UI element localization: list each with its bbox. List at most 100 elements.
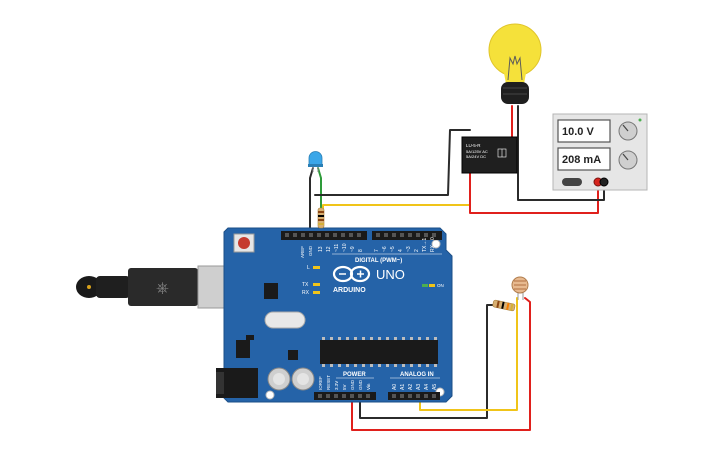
arduino-brand: ARDUINO: [333, 287, 366, 294]
relay[interactable]: LU-5-R 5A/125V AC 5A/24V DC: [461, 136, 518, 174]
on-label: ON: [437, 283, 444, 288]
bulb-neck: [503, 68, 527, 84]
analog-pin-label-2: A2: [408, 384, 414, 390]
arduino-logo-icon: [332, 265, 371, 283]
l-led: [313, 266, 320, 269]
capacitor-top: [273, 373, 285, 385]
resistor-band: [510, 303, 514, 311]
relay-label-1: LU-5-R: [466, 143, 481, 148]
power-pin-label-3: 5V: [342, 384, 347, 390]
usb-chip: [264, 283, 278, 299]
led-dome: [308, 151, 323, 167]
analog-pin-label-0: A0: [392, 384, 398, 390]
power-pin-label-0: IOREF: [318, 376, 323, 390]
digital-header-left: [281, 231, 367, 240]
analog-label: ANALOG IN: [400, 372, 434, 378]
ldr-resistor[interactable]: [492, 299, 516, 312]
digital-pin-label-10: ~3: [406, 246, 412, 252]
relay-symbol-icon: [497, 148, 507, 158]
digital-pin-label-0: 13: [318, 246, 324, 252]
analog-pin-label-5: A5: [432, 384, 438, 390]
on-led: [422, 284, 428, 287]
usb-icon: ⎈: [156, 280, 169, 297]
wire-led-green[interactable]: [317, 167, 322, 209]
crystal-tab: [246, 335, 254, 340]
usb-cable-dot: [87, 285, 91, 289]
digital-header-right: [372, 231, 442, 240]
wire-ldr-black[interactable]: [359, 304, 494, 419]
usb-plug-housing: [128, 268, 198, 306]
usb-cable-body: [96, 276, 130, 298]
power-analog-pins: [318, 394, 436, 398]
analog-pin-label-4: A4: [424, 384, 430, 390]
rx-label: RX: [302, 290, 310, 296]
light-bulb[interactable]: [488, 23, 542, 104]
blue-led[interactable]: [308, 151, 323, 173]
digital-pin-label-7: ~6: [382, 246, 388, 252]
digital-pin-label-9: 4: [398, 249, 404, 252]
digital-pin-label-5: 8: [358, 249, 364, 252]
l-led-label: L: [307, 265, 310, 271]
relay-label-2: 5A/125V AC: [466, 149, 488, 154]
power-supply[interactable]: 10.0 V 208 mA: [552, 113, 648, 191]
digital-pin-label-6: 7: [374, 249, 380, 252]
led-resistor[interactable]: [317, 207, 325, 229]
psu-led: [638, 118, 642, 122]
digital-pin-label-8: ~5: [390, 246, 396, 252]
resistor-band: [496, 300, 500, 308]
digital-pin-label-1: 12: [326, 246, 332, 252]
aref-label: AREF: [300, 246, 305, 258]
power-pin-label-1: RESET: [326, 375, 331, 390]
psu-negative-terminal[interactable]: [599, 177, 609, 187]
ldr-trace-icon: [514, 280, 526, 290]
dc-jack-inner: [216, 372, 224, 394]
wire-relay-black[interactable]: [314, 129, 471, 196]
wire-led-gnd[interactable]: [309, 167, 314, 233]
digital-pin-label-3: ~10: [342, 243, 348, 252]
knob-indicator: [622, 124, 629, 132]
resistor-band: [318, 211, 324, 213]
relay-label-3: 5A/24V DC: [466, 154, 486, 159]
led-rim: [308, 164, 323, 167]
digital-header-pins: [285, 233, 436, 237]
power-pin-label-4: GND: [350, 379, 355, 390]
digital-pin-label-11: 2: [414, 249, 420, 252]
digital-pin-label-13: RX←0: [430, 237, 436, 252]
psu-current-display: [557, 147, 611, 171]
wire-5v-red[interactable]: [351, 297, 531, 431]
resistor-band: [501, 301, 505, 309]
bulb-base: [501, 82, 529, 104]
analog-pin-label-3: A3: [416, 384, 422, 390]
rx-led: [313, 291, 320, 294]
resistor-band: [318, 219, 324, 221]
resistor-band: [318, 215, 324, 217]
relay-body: [461, 136, 518, 174]
atmega-chip: [320, 340, 438, 364]
crystal-oscillator: [264, 311, 306, 329]
psu-voltage-value: 10.0 V: [562, 126, 594, 138]
reset-button[interactable]: [238, 237, 250, 249]
capacitor-top: [297, 373, 309, 385]
analog-header: [388, 392, 440, 400]
tx-led: [313, 283, 320, 286]
arduino-model: UNO: [376, 267, 405, 282]
resistor-band: [506, 302, 510, 310]
regulator-chip: [236, 340, 250, 358]
small-chip: [288, 350, 298, 360]
wire-bulb-black[interactable]: [517, 105, 605, 201]
tx-label: TX: [302, 282, 309, 288]
power-pin-label-5: GND: [358, 379, 363, 390]
mount-hole: [265, 390, 275, 400]
power-pin-label-2: 3.3V: [334, 381, 339, 390]
photoresistor[interactable]: [511, 276, 529, 300]
psu-power-switch[interactable]: [562, 178, 582, 186]
digital-pin-label-12: TX→1: [422, 238, 428, 252]
digital-pin-label-4: ~9: [350, 246, 356, 252]
digital-pin-label-2: ~11: [334, 244, 340, 252]
power-pin-label-6: Vin: [366, 383, 371, 390]
power-label: POWER: [343, 372, 366, 378]
